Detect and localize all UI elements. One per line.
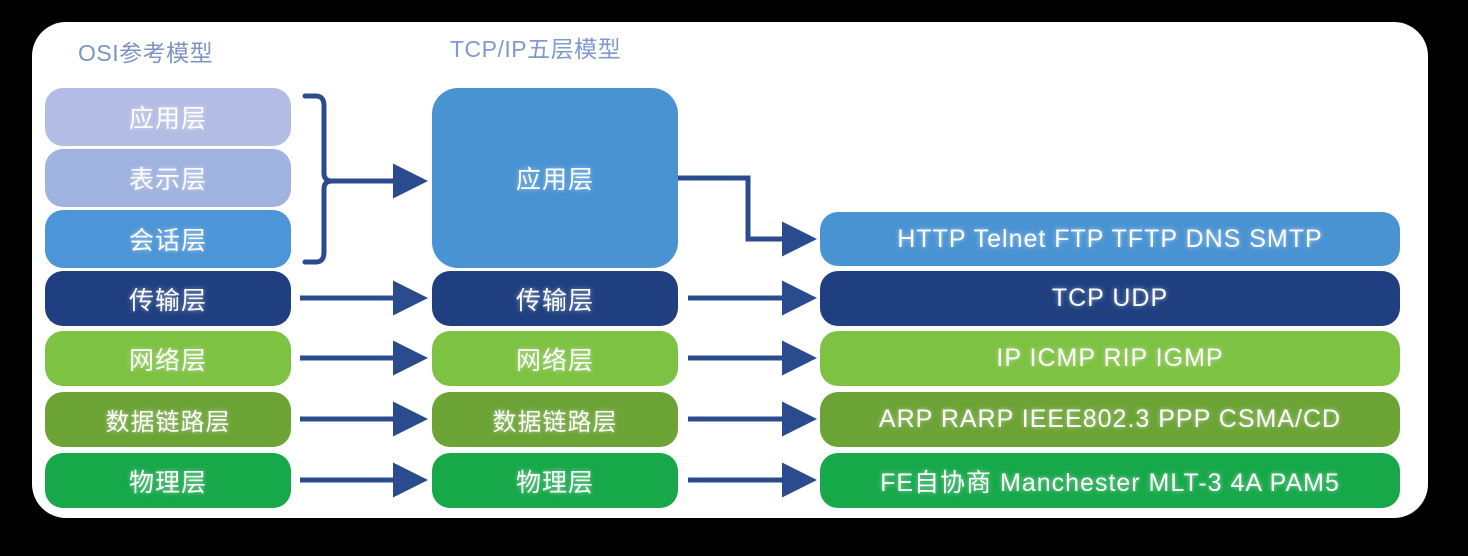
osi-layer-datalink-label: 数据链路层 [105, 409, 231, 436]
osi-layer-network-label: 网络层 [128, 346, 207, 375]
tcpip-layer-physical: 物理层 [432, 453, 678, 508]
protocols-transport-label: TCP UDP [1051, 284, 1169, 312]
osi-layer-presentation: 表示层 [45, 149, 291, 207]
osi-layer-application: 应用层 [45, 88, 291, 146]
tcpip-layer-network-label: 网络层 [515, 346, 594, 375]
tcpip-layer-physical-label: 物理层 [515, 468, 594, 497]
tcpip-layer-transport-label: 传输层 [515, 286, 594, 315]
osi-layer-physical-label: 物理层 [128, 468, 207, 497]
osi-layer-transport-label: 传输层 [128, 286, 207, 315]
osi-layer-session: 会话层 [45, 210, 291, 268]
osi-model-title: OSI参考模型 [78, 40, 214, 66]
osi-layer-network: 网络层 [45, 331, 291, 386]
protocols-datalink: ARP RARP IEEE802.3 PPP CSMA/CD [820, 392, 1400, 447]
tcpip-model-title: TCP/IP五层模型 [450, 36, 622, 62]
tcpip-layer-application: 应用层 [432, 88, 678, 268]
tcpip-layer-datalink-label: 数据链路层 [492, 409, 618, 436]
osi-layer-presentation-label: 表示层 [128, 166, 207, 194]
osi-layer-datalink: 数据链路层 [45, 392, 291, 447]
tcpip-layer-datalink: 数据链路层 [432, 392, 678, 447]
osi-layer-transport: 传输层 [45, 271, 291, 326]
tcpip-layer-transport: 传输层 [432, 271, 678, 326]
protocols-transport: TCP UDP [820, 271, 1400, 326]
protocols-network: IP ICMP RIP IGMP [820, 331, 1400, 386]
protocols-datalink-label: ARP RARP IEEE802.3 PPP CSMA/CD [878, 405, 1342, 433]
protocols-application-label: HTTP Telnet FTP TFTP DNS SMTP [897, 224, 1323, 253]
tcpip-layer-network: 网络层 [432, 331, 678, 386]
osi-layer-physical: 物理层 [45, 453, 291, 508]
protocols-network-label: IP ICMP RIP IGMP [996, 344, 1224, 372]
tcpip-layer-application-label: 应用层 [515, 166, 594, 194]
protocols-application: HTTP Telnet FTP TFTP DNS SMTP [820, 212, 1400, 266]
osi-layer-application-label: 应用层 [128, 105, 207, 133]
protocols-physical-label: FE自协商 Manchester MLT-3 4A PAM5 [880, 468, 1340, 497]
osi-layer-session-label: 会话层 [128, 227, 207, 255]
protocols-physical: FE自协商 Manchester MLT-3 4A PAM5 [820, 453, 1400, 508]
